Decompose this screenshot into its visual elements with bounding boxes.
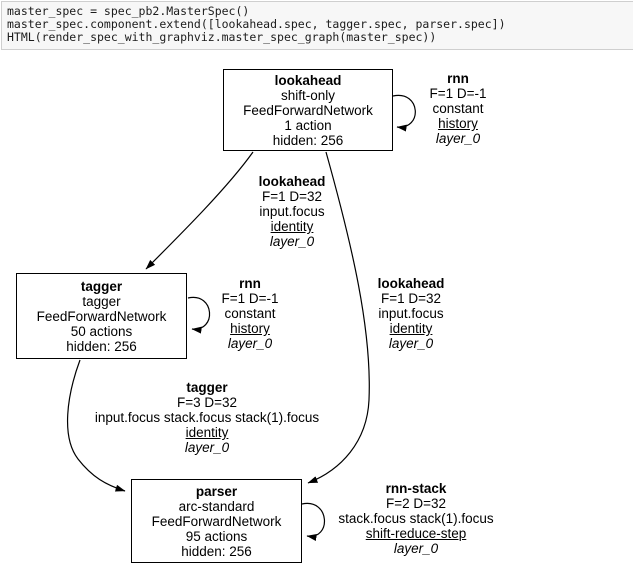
node-line: 50 actions (70, 323, 133, 339)
edge-label-lookahead-to-parser: lookahead F=1 D=32 input.focus identity … (378, 276, 445, 351)
edge-label-title: rnn (239, 276, 261, 291)
edge-lookahead-self-loop (392, 94, 416, 132)
edge-lookahead-to-tagger (145, 151, 254, 270)
edge-label-line: input.focus stack.focus stack(1).focus (94, 410, 320, 425)
edge-label-line: identity (389, 321, 433, 336)
node-title: parser (195, 483, 238, 499)
edge-label-line: identity (270, 219, 314, 234)
edge-label-line: input.focus (259, 204, 325, 219)
node-line: arc-standard (178, 498, 255, 514)
edge-label-title: lookahead (377, 276, 445, 291)
edge-label-line: F=2 D=32 (385, 496, 447, 511)
edge-label-line: constant (224, 306, 276, 321)
node-line: shift-only (280, 87, 336, 103)
node-title: lookahead (274, 72, 342, 88)
edge-label-line: layer_0 (269, 234, 315, 249)
edge-label-title: rnn (447, 71, 469, 86)
edge-label-line: layer_0 (227, 336, 273, 351)
edge-label-line: layer_0 (435, 131, 481, 146)
node-lookahead: lookahead shift-only FeedForwardNetwork … (223, 69, 393, 151)
edge-label-line: F=1 D=-1 (221, 291, 279, 306)
edge-label-line: shift-reduce-step (365, 526, 467, 541)
edge-label-line: stack.focus stack(1).focus (338, 511, 494, 526)
edge-label-line: F=1 D=-1 (429, 86, 487, 101)
edge-label-line: layer_0 (393, 541, 439, 556)
node-line: tagger (82, 293, 121, 309)
edge-label-line: history (230, 321, 270, 336)
node-line: FeedForwardNetwork (36, 308, 167, 324)
edge-label-title: tagger (186, 380, 228, 395)
node-line: FeedForwardNetwork (243, 102, 373, 118)
edge-label-rnn-stack-parser: rnn-stack F=2 D=32 stack.focus stack(1).… (338, 481, 493, 556)
edge-lookahead-to-parser (307, 151, 370, 484)
node-parser: parser arc-standard FeedForwardNetwork 9… (131, 479, 302, 563)
edge-label-line: F=1 D=32 (261, 189, 323, 204)
notebook-code-cell[interactable]: master_spec = spec_pb2.MasterSpec() mast… (1, 1, 633, 50)
node-title: tagger (80, 278, 123, 294)
edge-label-rnn-tagger: rnn F=1 D=-1 constant history layer_0 (221, 276, 278, 351)
node-line: hidden: 256 (181, 543, 252, 559)
node-line: 1 action (284, 117, 332, 133)
edge-label-title: lookahead (258, 174, 326, 189)
node-line: hidden: 256 (272, 132, 344, 148)
edge-label-rnn-lookahead: rnn F=1 D=-1 constant history layer_0 (429, 71, 486, 146)
edge-label-tagger-to-parser: tagger F=3 D=32 input.focus stack.focus … (95, 380, 319, 455)
edge-label-line: constant (432, 101, 484, 116)
code-line: master_spec.component.extend([lookahead.… (7, 17, 506, 31)
edge-label-line: layer_0 (184, 440, 230, 455)
edge-tagger-to-parser (66, 359, 126, 492)
edge-label-title: rnn-stack (385, 481, 447, 496)
edge-label-lookahead-to-tagger: lookahead F=1 D=32 input.focus identity … (259, 174, 326, 249)
edge-label-line: history (438, 116, 478, 131)
edge-label-line: F=1 D=32 (380, 291, 442, 306)
edge-parser-self-loop (301, 502, 325, 541)
node-tagger: tagger tagger FeedForwardNetwork 50 acti… (16, 273, 187, 359)
code-line: HTML(render_spec_with_graphviz.master_sp… (7, 30, 437, 44)
node-line: FeedForwardNetwork (151, 513, 282, 529)
edge-label-line: input.focus (378, 306, 444, 321)
edge-label-line: F=3 D=32 (176, 395, 238, 410)
code-line: master_spec = spec_pb2.MasterSpec() (7, 4, 250, 18)
edge-label-line: identity (185, 425, 229, 440)
edge-label-line: layer_0 (388, 336, 434, 351)
node-line: 95 actions (185, 528, 248, 544)
edge-tagger-self-loop (187, 296, 211, 334)
node-line: hidden: 256 (66, 338, 137, 354)
